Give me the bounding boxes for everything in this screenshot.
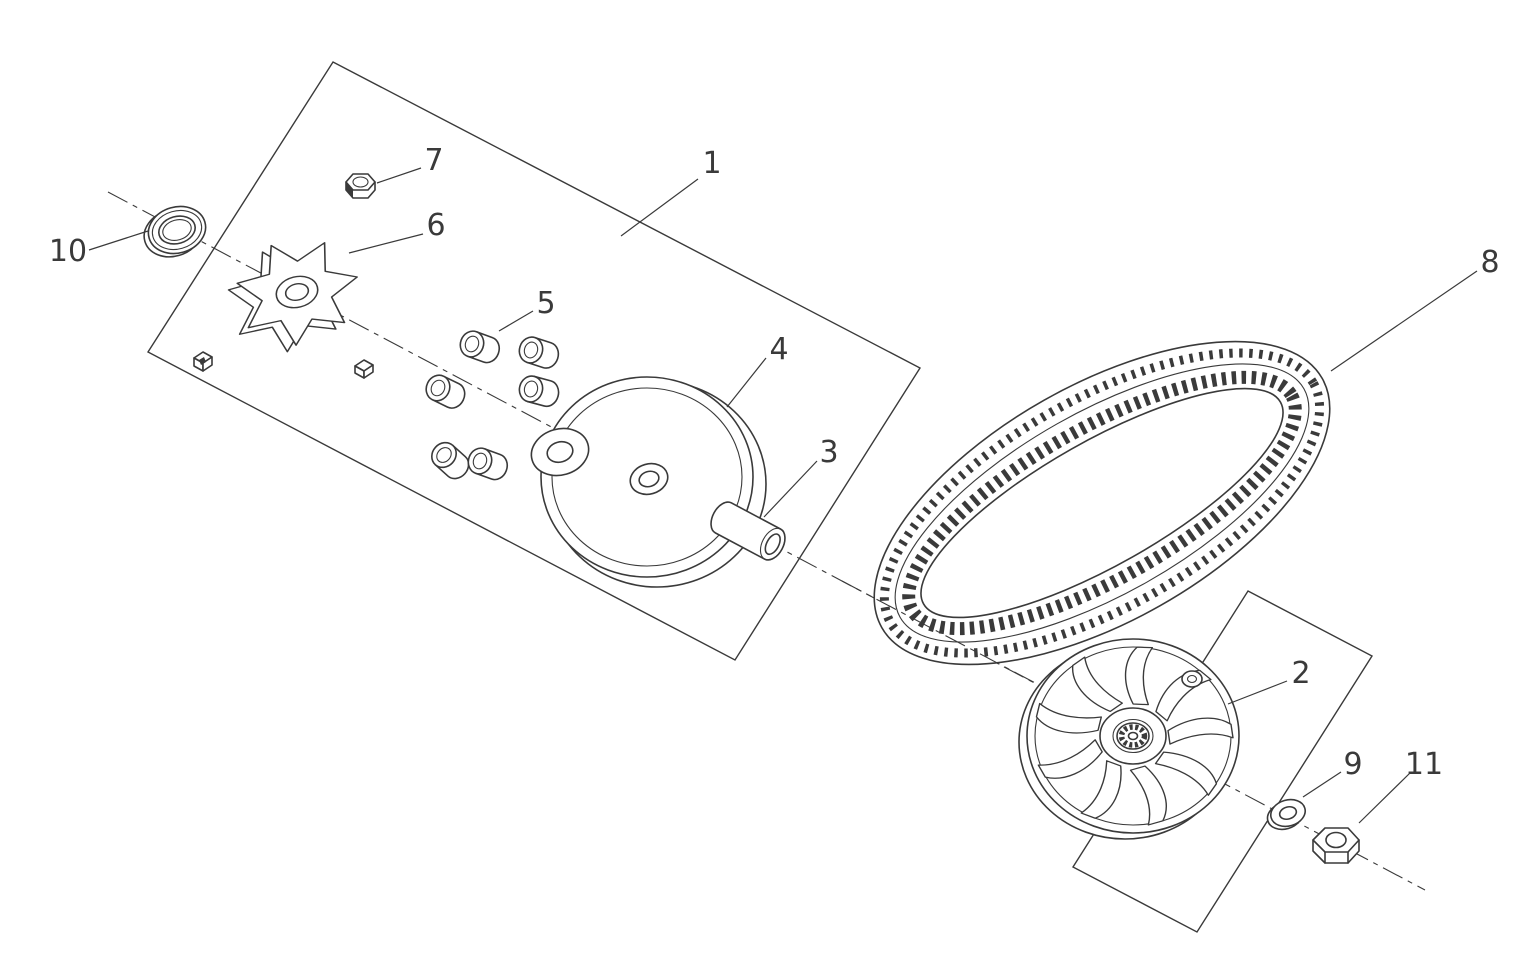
callout-7: 7 bbox=[424, 143, 443, 178]
sleeve-bore bbox=[764, 533, 781, 556]
seal-ring-outer bbox=[147, 205, 207, 255]
leader-2 bbox=[1227, 680, 1288, 705]
small-nut-shaded-face bbox=[346, 182, 353, 198]
callout-9: 9 bbox=[1343, 747, 1362, 782]
primary-group-boundary bbox=[147, 61, 921, 661]
callout-6: 6 bbox=[426, 208, 445, 243]
pulley-rear-boss bbox=[530, 427, 590, 477]
blade-lug bbox=[1181, 670, 1203, 688]
belt-inner-edge bbox=[920, 387, 1284, 619]
leader-4 bbox=[726, 357, 767, 408]
roller-4 bbox=[515, 372, 563, 410]
ramp-plate-bore bbox=[284, 282, 310, 302]
center-axis-over-belt bbox=[841, 580, 1059, 696]
hex-nut bbox=[1312, 827, 1360, 864]
belt-surface-line bbox=[894, 363, 1310, 643]
roller-2 bbox=[515, 333, 563, 372]
pulley-face-ring bbox=[551, 387, 743, 567]
leader-5 bbox=[498, 310, 534, 332]
seal-ring bbox=[143, 205, 207, 258]
washer-bore bbox=[1278, 805, 1298, 821]
slider-side-face bbox=[202, 356, 213, 372]
callout-11: 11 bbox=[1405, 747, 1443, 782]
leader-1 bbox=[620, 178, 699, 237]
small-nut-hole bbox=[352, 176, 369, 188]
nut-hole bbox=[1325, 831, 1347, 849]
belt-outer-teeth bbox=[879, 348, 1325, 658]
leader-10 bbox=[88, 230, 149, 251]
callout-3: 3 bbox=[819, 435, 838, 470]
seal-ring-inner bbox=[158, 215, 196, 245]
spacer-sleeve bbox=[710, 501, 786, 561]
small-nut-top-face bbox=[345, 173, 376, 191]
leader-3 bbox=[763, 460, 818, 518]
roller-6 bbox=[463, 444, 512, 484]
callout-labels: 1 2 3 4 5 6 7 8 9 10 11 bbox=[49, 143, 1500, 782]
small-hex-nut bbox=[345, 173, 376, 199]
leader-6 bbox=[348, 233, 424, 254]
callout-2: 2 bbox=[1291, 656, 1310, 691]
callout-8: 8 bbox=[1480, 245, 1499, 280]
callout-1: 1 bbox=[702, 146, 721, 181]
blade-lug-hole bbox=[1186, 674, 1198, 684]
slider-guide-left bbox=[193, 351, 213, 372]
roller-3 bbox=[421, 370, 470, 413]
callout-10: 10 bbox=[49, 234, 87, 269]
roller-1 bbox=[455, 327, 504, 367]
leader-11 bbox=[1358, 771, 1412, 824]
leader-7 bbox=[376, 167, 422, 184]
sleeve-front-face bbox=[759, 527, 786, 561]
boss-bore bbox=[546, 440, 574, 464]
roller-5 bbox=[425, 436, 475, 485]
fan-hub-ring bbox=[1112, 718, 1154, 754]
pulley-hub bbox=[629, 462, 669, 496]
drive-face-pulley bbox=[530, 376, 767, 588]
seal-ring-bore bbox=[162, 219, 192, 241]
washer bbox=[1266, 798, 1306, 831]
leader-9 bbox=[1302, 771, 1342, 798]
seal-ring-mid bbox=[151, 209, 203, 251]
fan-pulley-half bbox=[1018, 638, 1240, 840]
ramp-plate bbox=[220, 226, 371, 363]
leader-lines bbox=[88, 167, 1478, 824]
callout-5: 5 bbox=[536, 286, 555, 321]
leader-8 bbox=[1330, 270, 1478, 372]
slider-guide-right bbox=[354, 359, 374, 379]
hub-bore bbox=[638, 470, 660, 488]
slider-side-face bbox=[363, 364, 374, 379]
slider-slot bbox=[199, 357, 206, 365]
fan-hub-spline bbox=[1118, 724, 1148, 748]
belt-inner-teeth bbox=[902, 370, 1302, 636]
callout-4: 4 bbox=[769, 332, 788, 367]
fan-hub-center bbox=[1127, 731, 1139, 741]
nut-top-face bbox=[1312, 827, 1360, 853]
drive-belt bbox=[873, 340, 1331, 666]
